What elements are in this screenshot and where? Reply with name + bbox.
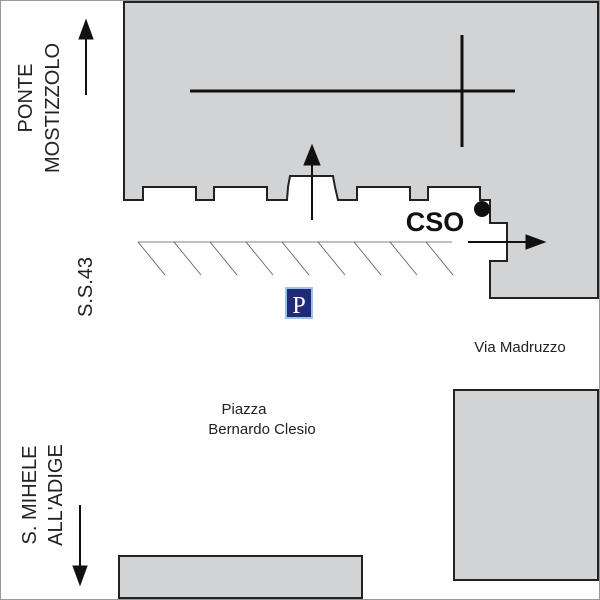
- cso-label: CSO: [406, 207, 465, 237]
- s-mihele-label: S. MIHELE: [19, 446, 41, 545]
- parking-label: P: [292, 293, 305, 319]
- cso-location-marker: [474, 201, 490, 217]
- ss43-label: S.S.43: [75, 257, 97, 317]
- parking-hatch: [137, 241, 454, 276]
- via-madruzzo-label: Via Madruzzo: [474, 339, 565, 356]
- building-south: [118, 555, 363, 599]
- arrow-south-icon: [72, 505, 88, 587]
- piazza-label: Piazza: [221, 401, 267, 418]
- cross-lines: [190, 35, 515, 147]
- arrow-up-entrance-icon: [303, 143, 321, 220]
- building-southeast: [453, 389, 599, 581]
- main-building: [123, 1, 599, 299]
- bernardo-clesio-label: Bernardo Clesio: [208, 421, 316, 438]
- all-adige-label: ALL'ADIGE: [45, 444, 67, 546]
- arrow-right-icon: [468, 234, 547, 250]
- parking-sign-icon: [285, 287, 313, 319]
- ponte-label: PONTE: [15, 64, 37, 133]
- mostizzolo-label: MOSTIZZOLO: [42, 43, 64, 173]
- arrow-north-icon: [78, 18, 94, 95]
